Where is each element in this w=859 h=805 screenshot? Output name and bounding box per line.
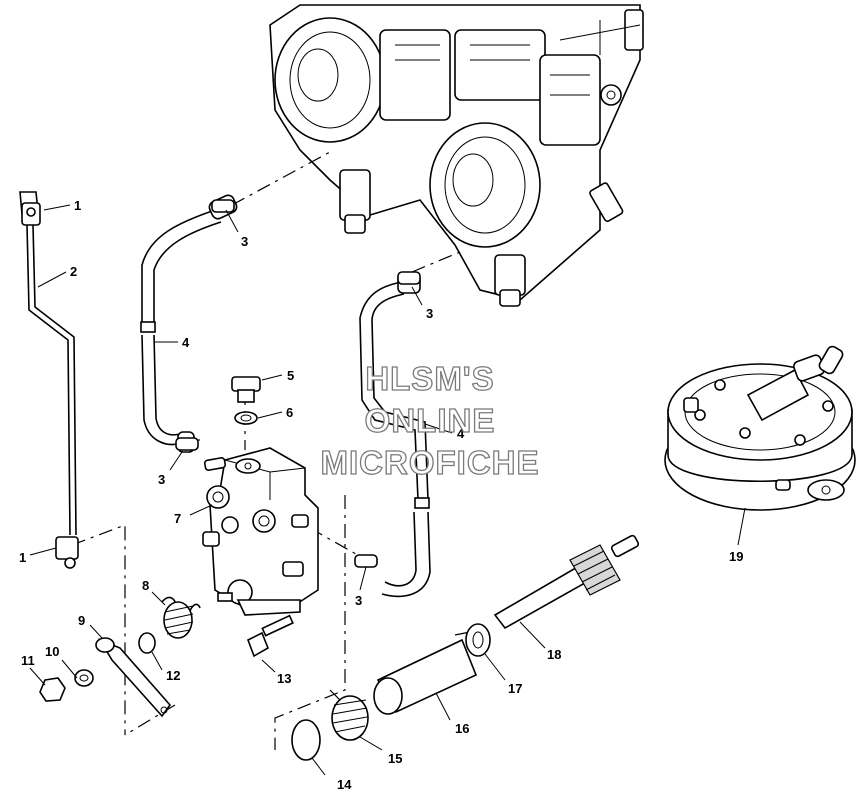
fuel-pump: [664, 345, 856, 511]
callout-18: 18: [547, 647, 561, 662]
callout-10: 10: [45, 644, 59, 659]
carburetor-assembly: [269, 4, 644, 307]
callout-5: 5: [287, 368, 294, 383]
callout-17: 17: [508, 681, 522, 696]
callout-12: 12: [166, 668, 180, 683]
callout-6: 6: [286, 405, 293, 420]
callout-3a: 3: [241, 234, 248, 249]
watermark-line-1: HLSM'S: [365, 360, 494, 397]
callout-15: 15: [388, 751, 402, 766]
spring: [161, 596, 201, 639]
watermark-line-3: MICROFICHE: [321, 444, 540, 481]
gear-parts: [291, 623, 491, 761]
callout-13: 13: [277, 671, 291, 686]
callout-1a: 1: [74, 198, 81, 213]
callout-3b: 3: [426, 306, 433, 321]
callout-7: 7: [174, 511, 181, 526]
hose-clamps: [175, 199, 421, 568]
leader-lines: [29, 204, 746, 776]
callout-4a: 4: [182, 335, 190, 350]
watermark: HLSM'S ONLINE MICROFICHE: [320, 359, 540, 481]
callouts: 1 2 3 4 3 5 6 4 3 7 1 3 8 9 10 11 12 13 …: [19, 198, 743, 792]
callout-9: 9: [78, 613, 85, 628]
callout-11: 11: [21, 653, 35, 668]
callout-14: 14: [337, 777, 352, 792]
callout-2: 2: [70, 264, 77, 279]
callout-1b: 1: [19, 550, 26, 565]
callout-3c: 3: [158, 472, 165, 487]
banjo-bolt: [231, 376, 261, 425]
callout-4b: 4: [457, 426, 465, 441]
drive-gear: [493, 534, 640, 630]
lever-arm: [39, 632, 172, 718]
callout-3d: 3: [355, 593, 362, 608]
callout-19: 19: [729, 549, 743, 564]
oil-pump: [202, 447, 319, 616]
callout-16: 16: [455, 721, 469, 736]
screw: [246, 614, 294, 658]
callout-8: 8: [142, 578, 149, 593]
watermark-line-2: ONLINE: [365, 402, 496, 439]
hose-left: [140, 194, 238, 453]
fuel-line-rod: [19, 191, 79, 569]
